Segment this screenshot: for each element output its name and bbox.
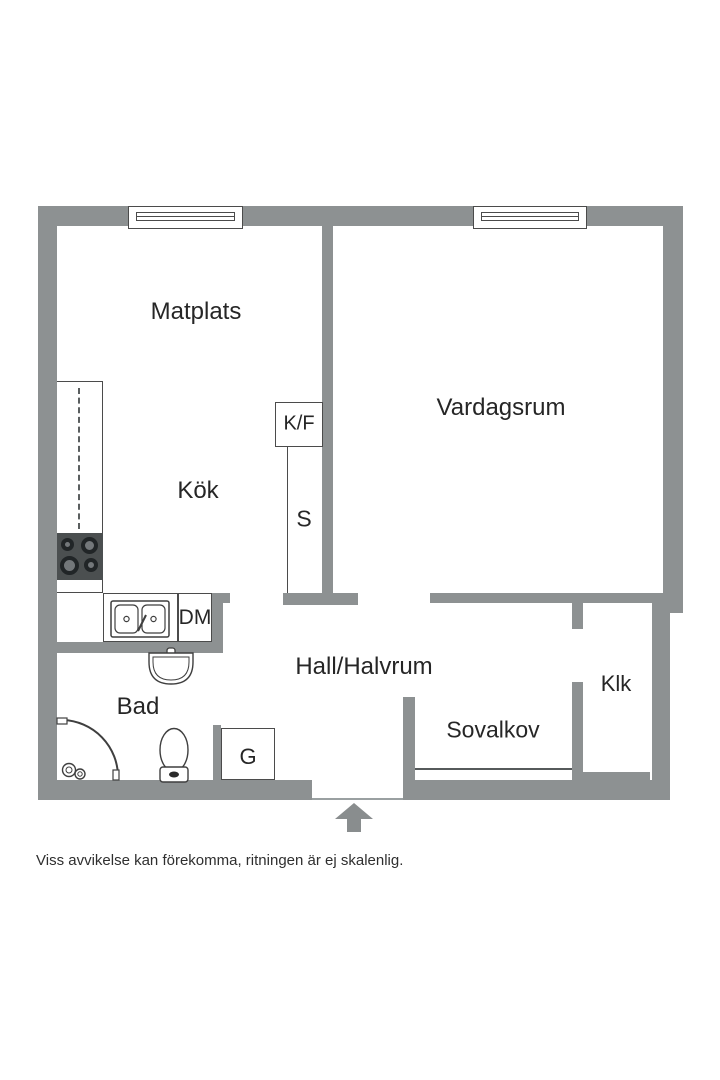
toilet-icon <box>159 727 189 783</box>
wall-right-upper <box>663 206 683 613</box>
wall-bad-g-divider <box>213 725 221 780</box>
shower-icon <box>56 717 120 781</box>
room-label-vardagsrum: Vardagsrum <box>436 394 566 421</box>
wall-klk-stub-top <box>572 603 583 629</box>
burner-icon <box>81 537 98 554</box>
wall-kok-vardagsrum-divider <box>322 226 333 593</box>
wall-top-right <box>587 206 683 226</box>
counter-dashed-line <box>78 388 80 529</box>
wall-klk-bottom <box>583 772 650 784</box>
sovalkov-sill-line <box>415 768 572 770</box>
label-g-wardrobe: G <box>239 744 257 769</box>
washbasin-icon <box>148 647 194 685</box>
label-s-closet: S <box>296 505 312 532</box>
burner-icon <box>84 558 98 572</box>
label-klk: Klk <box>600 671 632 696</box>
wall-kitchen-right <box>212 593 223 653</box>
room-label-matplats: Matplats <box>150 298 242 325</box>
disclaimer-text: Viss avvikelse kan förekomma, ritningen … <box>36 852 404 869</box>
room-label-sovalkov: Sovalkov <box>446 716 540 743</box>
wall-bottom-right <box>403 780 670 800</box>
room-label-kok: Kök <box>177 477 219 504</box>
entrance-arrow-icon <box>335 803 373 832</box>
wall-sovalkov-stub <box>403 697 415 780</box>
wall-top-middle <box>243 206 473 226</box>
window-vardagsrum <box>473 206 587 229</box>
wall-s-closet-foot <box>283 593 358 605</box>
fridge-freezer-box <box>275 402 323 447</box>
entrance-threshold <box>312 798 403 800</box>
window-glass-line <box>481 216 579 217</box>
label-fridge-freezer: K/F <box>283 412 315 435</box>
stove <box>57 533 103 580</box>
burner-icon <box>60 556 79 575</box>
wall-left <box>38 206 57 800</box>
g-wardrobe-box <box>221 728 275 780</box>
dishwasher-box <box>178 593 212 642</box>
room-label-bad: Bad <box>116 693 160 720</box>
wall-top-left <box>38 206 128 226</box>
window-matplats <box>128 206 243 229</box>
wall-vardagsrum-bottom <box>430 593 663 603</box>
s-closet <box>287 447 322 593</box>
label-dishwasher: DM <box>178 606 212 629</box>
wall-bottom-left <box>38 780 312 800</box>
wall-klk-left <box>572 682 583 782</box>
wall-right-lower <box>652 593 670 800</box>
wall-kitchen-right-nub <box>223 593 230 603</box>
room-label-hall: Hall/Halvrum <box>295 653 433 680</box>
wall-bad-top <box>57 642 221 653</box>
burner-icon <box>61 538 74 551</box>
sink-icon <box>110 600 170 638</box>
window-glass-line <box>136 216 235 217</box>
